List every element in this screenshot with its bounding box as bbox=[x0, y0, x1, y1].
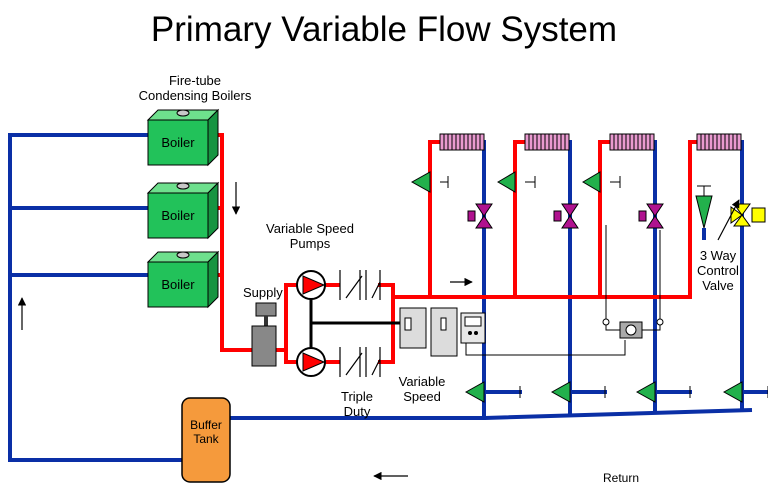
boilers-heading-line2: Condensing Boilers bbox=[138, 88, 252, 103]
buffer-tank-line1: Buffer bbox=[190, 418, 222, 432]
control-valve-line3: Valve bbox=[702, 278, 734, 293]
check-valves bbox=[339, 270, 381, 377]
zone-valve-3 bbox=[638, 203, 664, 229]
zone-valves bbox=[467, 203, 664, 229]
buffer-tank bbox=[181, 397, 231, 483]
three-way-control-valve bbox=[695, 185, 766, 240]
diagram-title: Primary Variable Flow System bbox=[150, 10, 618, 49]
boiler-label-3: Boiler bbox=[161, 277, 195, 292]
radiators bbox=[439, 133, 742, 151]
variable-speed-drives bbox=[399, 307, 486, 357]
return-piping bbox=[8, 133, 768, 462]
boiler-label-1: Boiler bbox=[161, 135, 195, 150]
triple-duty-line2: Duty bbox=[343, 404, 371, 419]
control-valve-label: 3 Way Control Valve bbox=[690, 248, 746, 293]
flow-arrows bbox=[17, 182, 740, 481]
buffer-tank-line2: Tank bbox=[193, 432, 219, 446]
differential-pressure-sensor bbox=[602, 318, 664, 339]
variable-speed-label: Variable Speed bbox=[395, 374, 449, 404]
radiator-2 bbox=[524, 133, 570, 151]
control-valve-line1: 3 Way bbox=[699, 248, 737, 263]
boiler-1 bbox=[146, 108, 220, 167]
radiator-4 bbox=[696, 133, 742, 151]
triple-duty-label: Triple Duty bbox=[335, 389, 379, 419]
pumps-heading-line2: Pumps bbox=[289, 236, 331, 251]
boiler-2 bbox=[146, 181, 220, 240]
pumps-heading-line1: Variable Speed bbox=[266, 221, 354, 236]
zone-valve-2 bbox=[553, 203, 579, 229]
supply-sensor bbox=[251, 302, 277, 367]
return-label: Return bbox=[603, 471, 640, 485]
boilers-heading: Fire-tube Condensing Boilers bbox=[135, 73, 255, 103]
control-wiring bbox=[309, 295, 400, 352]
control-valve-line2: Control bbox=[697, 263, 739, 278]
boiler-label-2: Boiler bbox=[161, 208, 195, 223]
pumps-heading: Variable Speed Pumps bbox=[255, 221, 365, 251]
zone-valve-1 bbox=[467, 203, 493, 229]
radiator-1 bbox=[439, 133, 485, 151]
triple-duty-line1: Triple bbox=[340, 389, 374, 404]
boilers-heading-line1: Fire-tube bbox=[168, 73, 222, 88]
variable-speed-line1: Variable bbox=[398, 374, 446, 389]
pump-1 bbox=[296, 270, 326, 300]
arrow-to-valve bbox=[717, 199, 740, 241]
balancing-valves-return bbox=[464, 381, 768, 403]
pump-2 bbox=[296, 347, 326, 377]
boiler-3 bbox=[146, 250, 220, 309]
radiator-3 bbox=[609, 133, 655, 151]
variable-speed-line2: Speed bbox=[403, 389, 441, 404]
supply-label: Supply bbox=[243, 285, 283, 300]
balancing-valves-supply bbox=[410, 171, 621, 193]
buffer-tank-label: Buffer Tank bbox=[182, 418, 230, 446]
